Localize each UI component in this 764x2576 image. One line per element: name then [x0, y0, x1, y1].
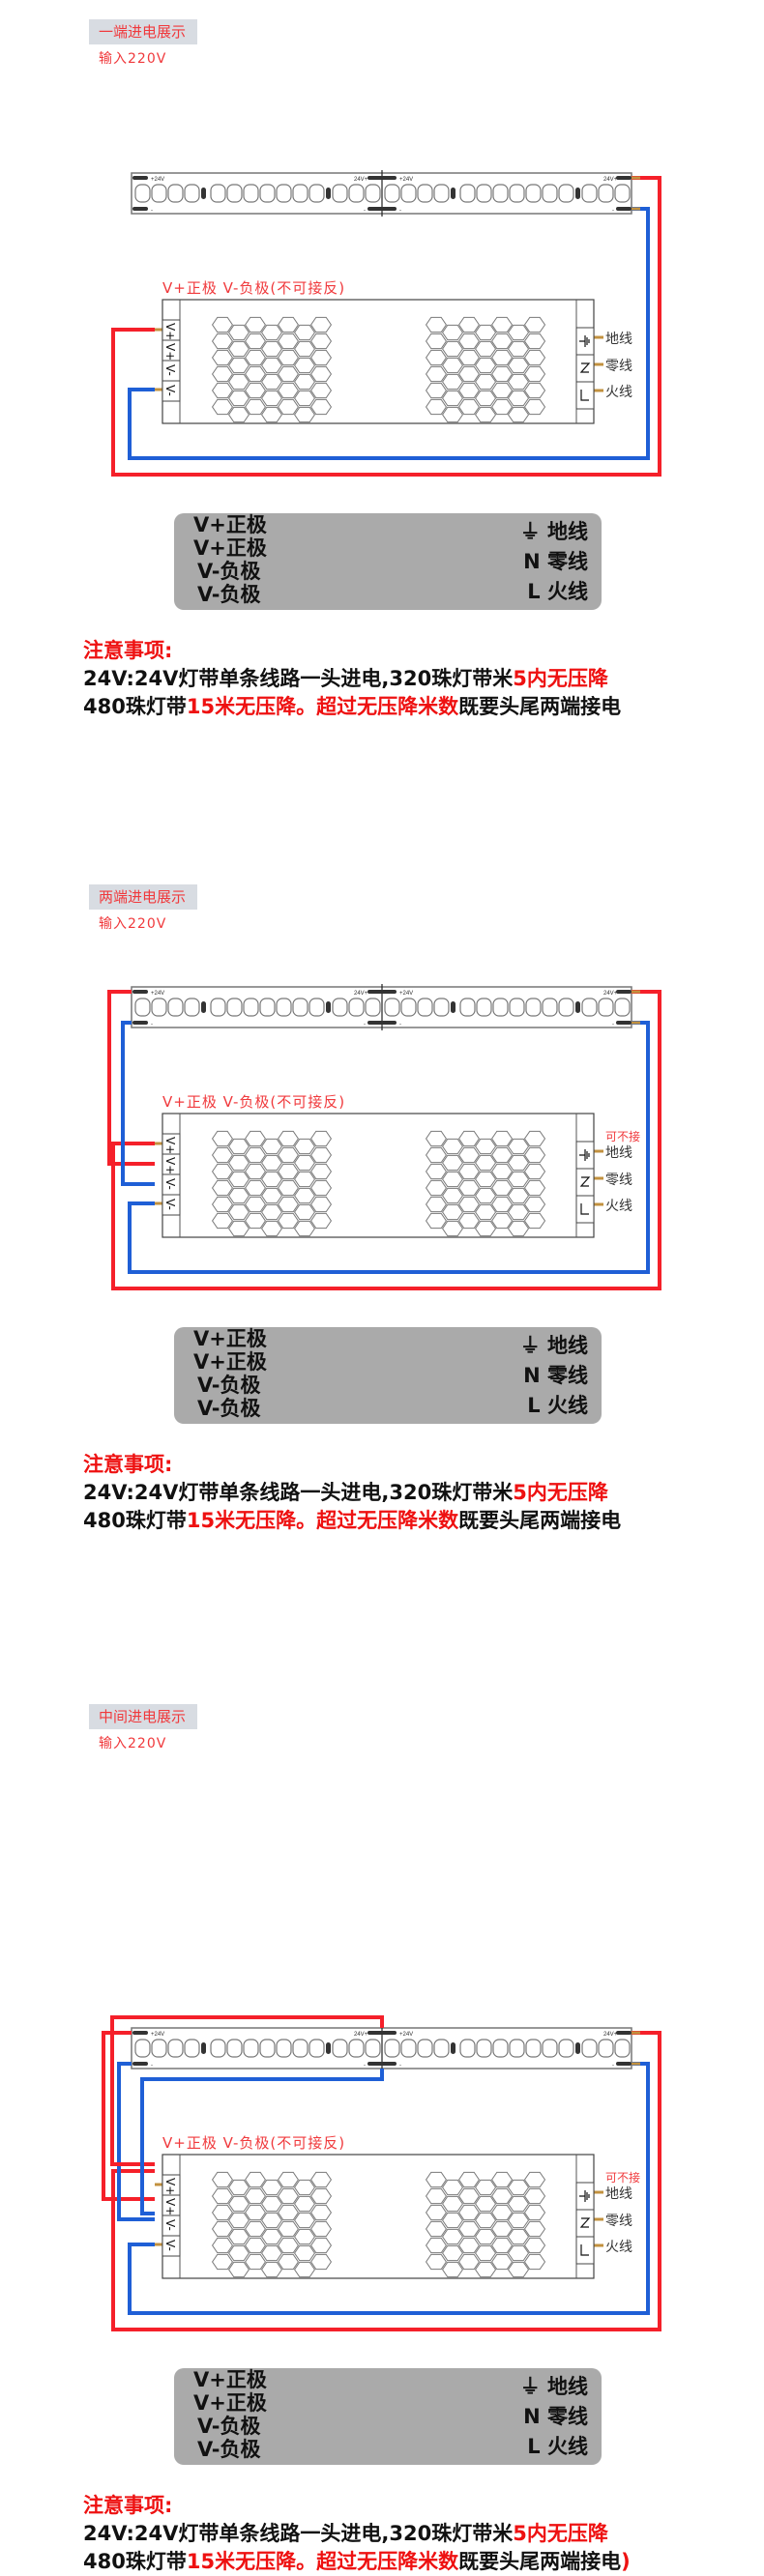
optional-ground-note: 可不接 — [605, 1130, 641, 1143]
legend-left: V+正极 V+正极 V-负极 V-负极 — [193, 513, 267, 606]
section-tag: 中间进电展示 — [89, 1704, 198, 1729]
hex-vents — [211, 1130, 546, 1237]
notes: 注意事项: 24V:24V灯带单条线路一头进电,320珠灯带米5内无压降 480… — [83, 1453, 622, 1532]
section-tag: 一端进电展示 — [89, 19, 198, 44]
svg-text:-: - — [151, 2063, 153, 2069]
polarity-label: V+正极 V-负极(不可接反) — [162, 2134, 346, 2152]
led-strip: +24V - 24V+ - +24V - 24V+ - — [131, 170, 632, 217]
polarity-label: V+正极 V-负极(不可接反) — [162, 1093, 346, 1111]
svg-text:V-: V- — [163, 385, 177, 396]
section-two-end-feed: 两端进电展示 输入220V — [0, 815, 764, 1636]
svg-text:V+: V+ — [163, 2178, 177, 2195]
ground-icon: ⏚ — [519, 1334, 541, 1357]
input-voltage-label: 输入220V — [99, 1736, 167, 1751]
svg-text:-: - — [151, 1022, 153, 1028]
svg-text:V+: V+ — [163, 2198, 177, 2215]
legend-box: V+正极 V+正极 V-负极 V-负极 ⏚ 地线 N 零线 L 火线 — [174, 1327, 602, 1424]
svg-text:V-: V- — [163, 1199, 177, 1210]
svg-text:V+: V+ — [163, 1157, 177, 1174]
wires — [102, 2015, 661, 2331]
section-tag: 两端进电展示 — [89, 884, 198, 910]
svg-text:-: - — [399, 1022, 401, 1028]
legend-box: V+正极 V+正极 V-负极 V-负极 ⏚ 地线 N 零线 L 火线 — [174, 513, 602, 610]
wiring-diagram: +24V - 24V+ - +24V - 24V+ - V+ V+ V- V- — [102, 2015, 661, 2331]
svg-text:V+: V+ — [163, 323, 177, 340]
svg-text:-: - — [364, 208, 366, 214]
section-one-end-feed: 一端进电展示 输入220V — [0, 0, 764, 822]
svg-text:24V+: 24V+ — [354, 177, 368, 183]
svg-text:-: - — [399, 2063, 401, 2069]
led-strip: +24V - 24V+ - +24V - 24V+ - — [131, 984, 632, 1030]
hex-vents — [211, 2171, 546, 2278]
legend-left: V+正极 V+正极 V-负极 V-负极 — [193, 2368, 267, 2461]
input-voltage-label: 输入220V — [99, 51, 167, 67]
svg-text:V-: V- — [163, 1178, 177, 1190]
terminal-label-ground: 地线 — [605, 332, 632, 347]
svg-text:24V+: 24V+ — [603, 991, 618, 997]
terminal-label-live: 火线 — [605, 2240, 632, 2255]
svg-text:-: - — [612, 1022, 614, 1028]
terminal-label-neutral: 零线 — [605, 359, 632, 374]
svg-text:24V+: 24V+ — [354, 991, 368, 997]
optional-ground-note: 可不接 — [605, 2171, 641, 2185]
wiring-diagram: +24V - 24V+ - +24V - 24V+ - V+ V+ V- V- — [111, 170, 661, 477]
notes: 注意事项: 24V:24V灯带单条线路一头进电,320珠灯带米5内无压降 480… — [83, 639, 622, 718]
svg-text:V+: V+ — [163, 343, 177, 361]
power-supply: V+ V+ V- V- — [162, 1113, 595, 1238]
legend-left: V+正极 V+正极 V-负极 V-负极 — [193, 1327, 267, 1420]
svg-text:V-: V- — [163, 2240, 177, 2251]
legend-box: V+正极 V+正极 V-负极 V-负极 ⏚ 地线 N 零线 L 火线 — [174, 2368, 602, 2465]
terminal-label-live: 火线 — [605, 385, 632, 400]
svg-text:24V+: 24V+ — [354, 2032, 368, 2038]
wiring-diagram: +24V - 24V+ - +24V - 24V+ - V+ V+ V- V- — [107, 984, 661, 1290]
svg-text:-: - — [612, 208, 614, 214]
svg-text:+24V: +24V — [399, 991, 413, 997]
svg-text:+24V: +24V — [151, 177, 164, 183]
led-strip: +24V - 24V+ - +24V - 24V+ - — [131, 2025, 632, 2071]
wires — [107, 990, 661, 1290]
svg-text:-: - — [364, 1022, 366, 1028]
section-middle-feed: 中间进电展示 输入220V — [0, 1636, 764, 2573]
terminal-label-neutral: 零线 — [605, 1172, 632, 1188]
svg-text:V-: V- — [163, 364, 177, 376]
wires — [111, 176, 661, 477]
svg-text:-: - — [364, 2063, 366, 2069]
terminal-label-ground: 地线 — [605, 2186, 632, 2202]
svg-text:+24V: +24V — [151, 2032, 164, 2038]
svg-text:+24V: +24V — [399, 2032, 413, 2038]
legend-right: ⏚ 地线 N 零线 L 火线 — [519, 520, 588, 603]
terminal-label-neutral: 零线 — [605, 2214, 632, 2229]
terminal-label-live: 火线 — [605, 1199, 632, 1214]
svg-text:-: - — [151, 208, 153, 214]
notes: 注意事项: 24V:24V灯带单条线路一头进电,320珠灯带米5内无压降 480… — [83, 2494, 631, 2573]
svg-text:-: - — [399, 208, 401, 214]
power-supply: V+ V+ V- V- — [162, 2154, 595, 2279]
svg-text:+24V: +24V — [399, 177, 413, 183]
svg-text:24V+: 24V+ — [603, 2032, 618, 2038]
legend-right: ⏚ 地线 N 零线 L 火线 — [519, 2375, 588, 2458]
svg-text:+24V: +24V — [151, 991, 164, 997]
svg-text:V-: V- — [163, 2219, 177, 2231]
polarity-label: V+正极 V-负极(不可接反) — [162, 279, 346, 297]
svg-text:-: - — [612, 2063, 614, 2069]
svg-text:V+: V+ — [163, 1137, 177, 1154]
hex-vents — [211, 316, 546, 423]
terminal-label-ground: 地线 — [605, 1145, 632, 1161]
legend-right: ⏚ 地线 N 零线 L 火线 — [519, 1334, 588, 1417]
svg-text:24V+: 24V+ — [603, 177, 618, 183]
ground-icon: ⏚ — [519, 2375, 541, 2398]
power-supply: V+ V+ V- V- — [162, 299, 595, 424]
input-voltage-label: 输入220V — [99, 916, 167, 932]
ground-icon: ⏚ — [519, 520, 541, 543]
